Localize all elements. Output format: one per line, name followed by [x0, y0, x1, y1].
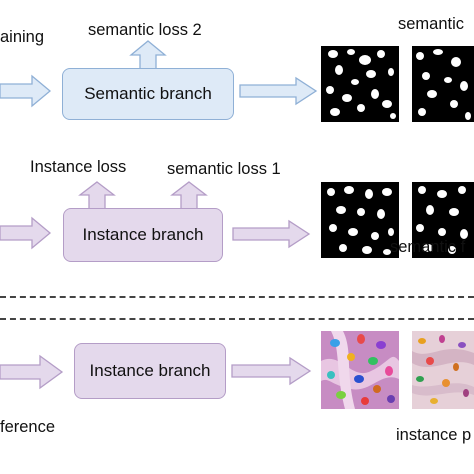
input-arrow-instance-train	[0, 216, 52, 250]
semantic-mask-image-4	[412, 182, 474, 258]
instance-branch-train-box: Instance branch	[63, 208, 223, 262]
semantic-mask-image-3	[321, 182, 399, 258]
semantic-mask-image-2	[412, 46, 474, 122]
instance-branch-train-label: Instance branch	[82, 225, 204, 244]
instance-prediction-image-1	[321, 331, 399, 409]
semantic-top-right-label: semantic	[398, 15, 465, 33]
input-arrow-semantic	[0, 74, 52, 108]
instance-loss-label: Instance loss	[30, 158, 127, 176]
output-arrow-instance-infer	[231, 356, 312, 386]
instance-branch-infer-box: Instance branch	[74, 343, 226, 399]
semantic-loss-2-label: semantic loss 2	[88, 21, 202, 39]
output-arrow-semantic	[239, 76, 318, 106]
training-label: aining	[0, 28, 45, 46]
instance-p-label: instance p	[396, 426, 472, 444]
inference-label: ference	[0, 418, 56, 436]
up-arrow-instance-loss	[78, 181, 116, 211]
dashed-separator-1	[0, 296, 474, 298]
semantic-branch-box: Semantic branch	[62, 68, 234, 120]
semantic-mask-image-1	[321, 46, 399, 122]
semantic-loss-1-label: semantic loss 1	[167, 160, 281, 178]
mask-blobs-1	[326, 49, 396, 119]
up-arrow-semantic-loss-1	[170, 181, 208, 211]
semantic-f-label: semantic f	[390, 238, 466, 256]
output-arrow-instance-train	[232, 219, 311, 249]
mask-blobs-2	[416, 49, 471, 120]
histology-overlay-1	[321, 331, 399, 409]
mask-blobs-3	[327, 186, 394, 255]
input-arrow-instance-infer	[0, 354, 64, 390]
instance-prediction-image-2	[412, 331, 474, 409]
histology-overlay-2	[412, 331, 474, 409]
semantic-branch-label: Semantic branch	[84, 84, 212, 103]
mask-blobs-4	[416, 186, 468, 254]
up-arrow-semantic-loss-2	[129, 40, 167, 72]
instance-branch-infer-label: Instance branch	[89, 361, 211, 380]
dashed-separator-2	[0, 318, 474, 320]
